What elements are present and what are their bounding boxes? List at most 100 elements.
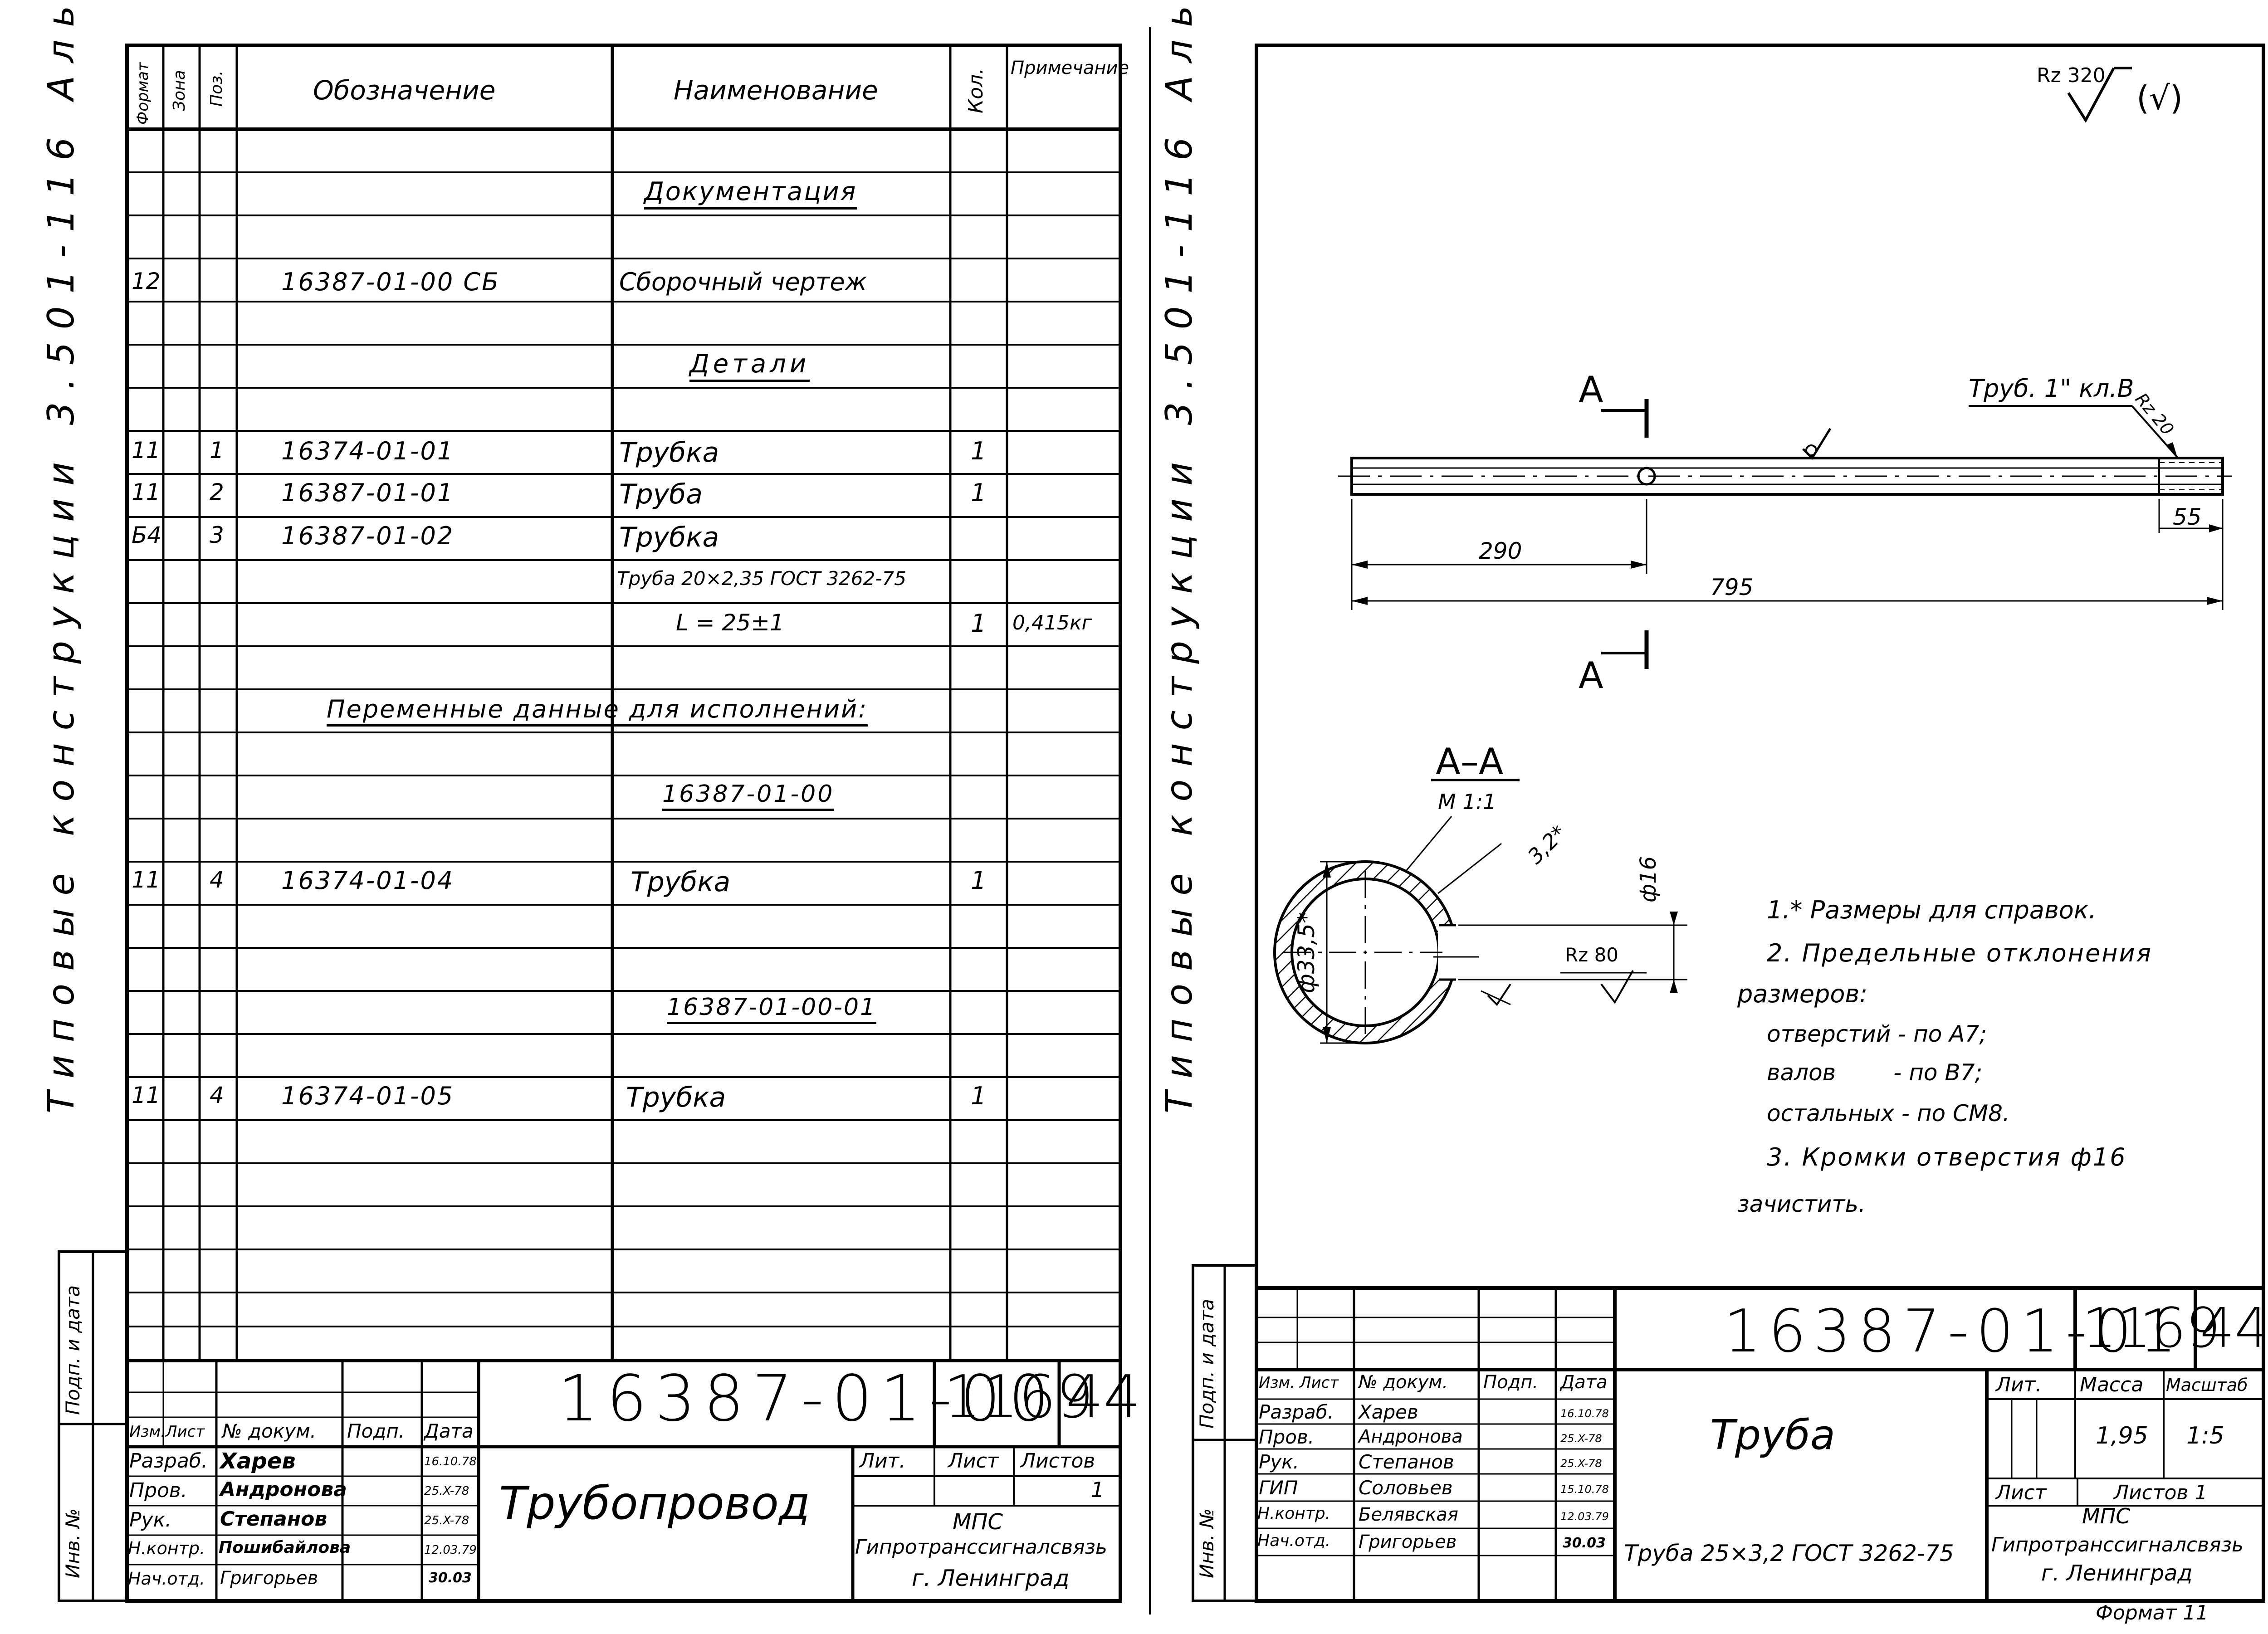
row-name: Трубка (619, 437, 719, 468)
dim-outer: ф33,5* (1293, 912, 1320, 993)
mass-label: Масса (2080, 1373, 2144, 1396)
header-pos: Поз. (207, 70, 226, 107)
row-name: Трубка (631, 866, 731, 898)
thread-label: Труб. 1" кл.В (1969, 374, 2134, 403)
person-name: Андронова (220, 1478, 347, 1501)
roughness-general: Rz 320 (2037, 64, 2106, 87)
note-line: остальных - по СМ8. (1767, 1100, 2010, 1127)
row-name: L = 25±1 (676, 610, 784, 636)
doc-number: 16387-01-01 (1724, 1297, 2184, 1366)
person-name: Соловьев (1359, 1477, 1453, 1499)
role: Рук. (1259, 1451, 1299, 1473)
note-line: 1.* Размеры для справок. (1767, 896, 2097, 924)
person-name: Григорьев (220, 1568, 318, 1589)
sign-date: 25.X-78 (424, 1484, 469, 1498)
side-inv: Инв. № (62, 1508, 84, 1578)
col-doc: № докум. (222, 1420, 317, 1442)
row-qty: 1 (971, 609, 987, 638)
row-qty: 1 (971, 478, 987, 507)
sheet-label: Лист (948, 1449, 999, 1473)
person-name: Андронова (1359, 1426, 1463, 1447)
role: Разраб. (1259, 1401, 1334, 1423)
role: Нач.отд. (128, 1569, 205, 1589)
header-note: Примечание (1011, 58, 1129, 78)
sheet-label: Лист (1996, 1481, 2047, 1504)
sign-date: 16.10.78 (1560, 1407, 1609, 1420)
roughness-rz80: Rz 80 (1565, 944, 1619, 966)
sign-date: 30.03 (429, 1570, 472, 1586)
row-name: Трубка (619, 522, 719, 553)
row-designation: 16374-01-04 (281, 866, 455, 895)
role: Н.контр. (128, 1538, 205, 1558)
row-format: 11 (132, 867, 161, 893)
album-label-right: Типовые конструкции 3.501-116 Альбом (1158, 0, 1200, 1113)
material: Труба 25×3,2 ГОСТ 3262-75 (1624, 1540, 1954, 1566)
sheets-label: Листов (1021, 1449, 1095, 1473)
album-code: 1169 (943, 1362, 1094, 1431)
org-ministry: МПС (2082, 1504, 2131, 1528)
row-pos: 4 (210, 867, 224, 893)
role: Н.контр. (1257, 1504, 1331, 1523)
side-sign-date: Подп. и дата (62, 1285, 84, 1415)
lit-label: Лит. (860, 1449, 906, 1473)
title: Труба (1710, 1411, 1836, 1459)
doc-number: 16387-01-00 (558, 1362, 1057, 1436)
section-documentation: Документация (644, 179, 857, 210)
role: Рук. (129, 1508, 172, 1532)
dim-hole: ф16 (1636, 856, 1661, 902)
note-line: зачистить. (1737, 1191, 1866, 1217)
section-variant-01: 16387-01-00-01 (667, 995, 877, 1024)
row-note: 0,415кг (1012, 611, 1092, 634)
section-details: Детали (689, 351, 810, 382)
row-designation: 16387-01-01 (281, 478, 455, 507)
row-format: Б4 (132, 522, 162, 548)
dim-795: 795 (1710, 574, 1754, 600)
header-format: Формат (134, 62, 152, 125)
col-sign: Подп. (347, 1420, 405, 1442)
row-name: Труба (619, 478, 703, 510)
format-label: Формат 11 (2096, 1601, 2209, 1624)
album-sheet-no: 44 (2200, 1297, 2268, 1360)
header-designation: Обозначение (313, 75, 496, 106)
album-code: 1169 (2082, 1297, 2221, 1360)
section-title: А–А (1436, 741, 1504, 783)
sign-date: 25.X-78 (424, 1514, 469, 1527)
scale-value: 1:5 (2186, 1422, 2224, 1449)
col-date: Дата (1560, 1372, 1608, 1393)
row-format: 12 (132, 268, 161, 294)
sign-date: 16.10.78 (424, 1455, 477, 1468)
side-inv: Инв. № (1196, 1508, 1218, 1578)
col-sign: Подп. (1483, 1372, 1539, 1393)
col-list: Лист (166, 1423, 205, 1441)
row-pos: 1 (210, 437, 224, 463)
note-line: отверстий - по А7; (1767, 1021, 1987, 1047)
role: Пров. (129, 1479, 187, 1502)
sign-date: 12.03.79 (424, 1543, 477, 1557)
sign-date: 25.X-78 (1560, 1432, 1602, 1445)
person-name: Белявская (1359, 1504, 1458, 1525)
album-sheet-no: 44 (1066, 1362, 1141, 1431)
section-scale: М 1:1 (1438, 790, 1496, 814)
row-pos: 3 (210, 522, 224, 548)
row-qty: 1 (971, 437, 987, 465)
row-name: Сборочный чертеж (619, 268, 867, 296)
note-line: 3. Кромки отверстия ф16 (1767, 1143, 2127, 1171)
person-name: Степанов (1359, 1451, 1454, 1473)
org-city: г. Ленинград (912, 1565, 1070, 1591)
sign-date: 15.10.78 (1560, 1483, 1609, 1496)
header-zone: Зона (170, 70, 189, 111)
person-name: Харев (1359, 1401, 1418, 1423)
sheets-label: Листов 1 (2114, 1481, 2208, 1504)
person-name: Григорьев (1359, 1532, 1457, 1552)
org-ministry: МПС (953, 1509, 1003, 1535)
title: Трубопровод (499, 1477, 810, 1530)
row-designation: 16387-01-02 (281, 522, 455, 550)
row-designation: 16374-01-01 (281, 437, 455, 465)
row-pos: 2 (210, 479, 224, 505)
row-format: 11 (132, 1082, 161, 1108)
col-izm: Изм. (1259, 1374, 1295, 1392)
note-line: валов - по В7; (1767, 1059, 1983, 1086)
section-variable-data: Переменные данные для исполнений: (327, 697, 868, 727)
row-designation: 16374-01-05 (281, 1082, 455, 1110)
org-city: г. Ленинград (2041, 1561, 2193, 1586)
